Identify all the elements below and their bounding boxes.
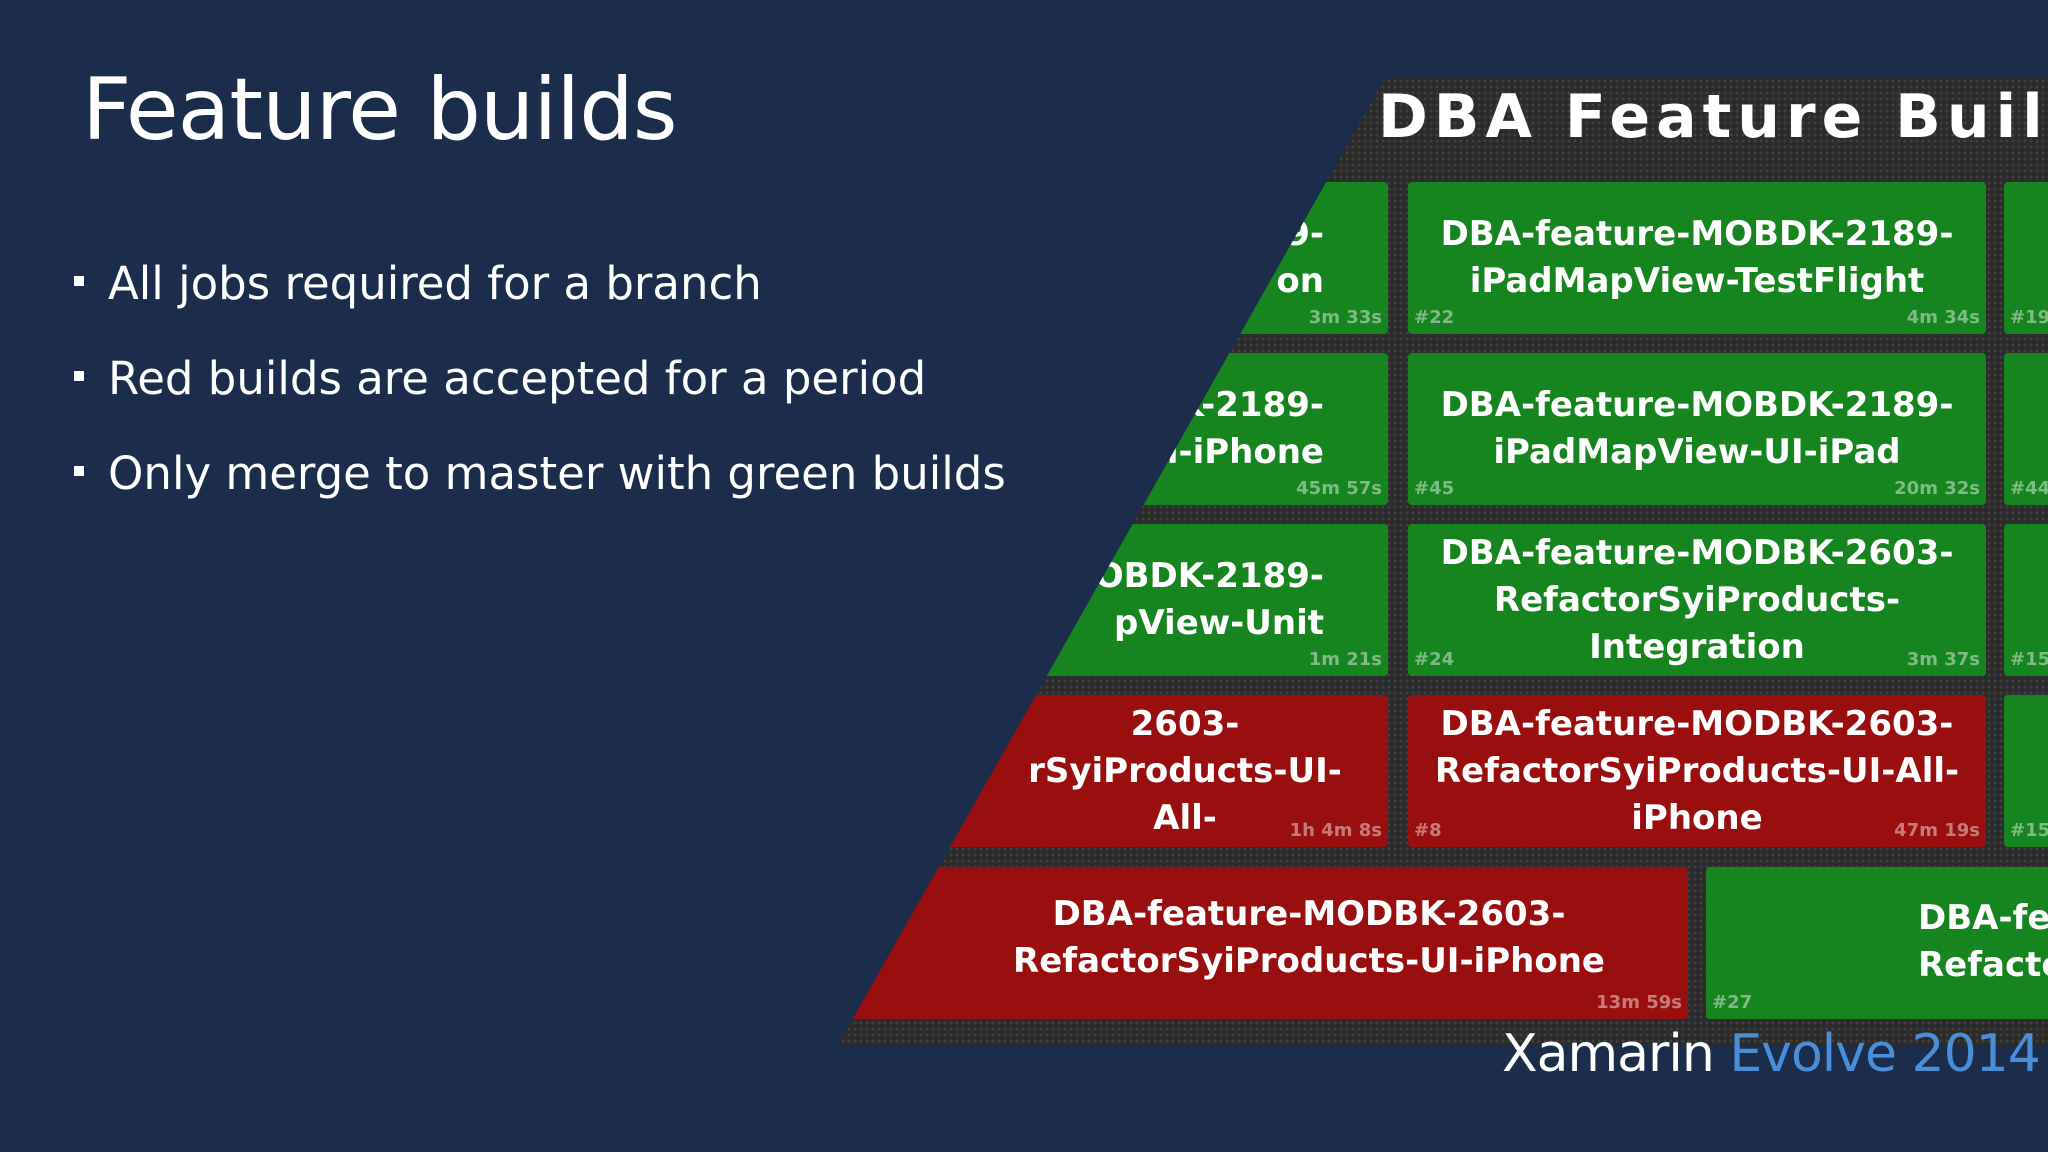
build-tile-duration: 1m 21s bbox=[1308, 649, 1382, 670]
build-tile-number: #22 bbox=[1414, 307, 1455, 328]
build-tile-duration: 20m 32s bbox=[1894, 478, 1980, 499]
build-tile-name: DBA-feature-MOBDK-2189- iPadMapView-UI-i… bbox=[1440, 385, 1954, 472]
build-tile: DBA-feature-MOBDK-2189- iPadMapView-UI-i… bbox=[1408, 353, 1986, 505]
bullet-item: Red builds are accepted for a period bbox=[74, 331, 1006, 426]
build-tile: #19 bbox=[2004, 182, 2048, 334]
build-tile-name: ture-MODBK-2603- rSyiProducts-UI-All- iP… bbox=[1028, 695, 1342, 847]
build-tile-failed: ture-MODBK-2603- rSyiProducts-UI-All- iP… bbox=[930, 695, 1388, 847]
build-tile-number: #19 bbox=[2010, 307, 2048, 328]
bullet-text: All jobs required for a branch bbox=[108, 257, 762, 310]
build-tile-duration: 45m 57s bbox=[1296, 478, 1382, 499]
build-tile: MOBDK-2189- pView-Unit 1m 21s bbox=[1030, 524, 1388, 676]
build-tile-duration: 13m 59s bbox=[1596, 992, 1682, 1013]
build-tile-number: #24 bbox=[1414, 649, 1455, 670]
build-tile-name: DBA-feature-MODBK-2603- RefactorSyiProdu… bbox=[1013, 894, 1605, 981]
dashboard-title: DBA Feature Builds bbox=[1378, 82, 2048, 152]
build-tile-number: #15 bbox=[2010, 649, 2048, 670]
build-tile: 9- on 3m 33s bbox=[1090, 182, 1388, 334]
bullet-item: All jobs required for a branch bbox=[74, 236, 1006, 331]
build-tile: DBA-feature-MODBK-2603- RefactorSyiProdu… bbox=[1408, 524, 1986, 676]
bullet-text: Red builds are accepted for a period bbox=[108, 352, 927, 405]
build-tile-name: DBA-feature-MOBDK-2189- iPadMapView-Test… bbox=[1440, 214, 1954, 301]
build-tile-duration: 47m 19s bbox=[1894, 820, 1980, 841]
bullet-marker-icon bbox=[74, 275, 84, 286]
build-tile-name: DBA-feature-MODBK-2603- RefactorSyiProdu… bbox=[1440, 532, 1954, 667]
build-tile-duration: 3m 33s bbox=[1308, 307, 1382, 328]
build-tile-name: 9- on bbox=[1276, 214, 1324, 301]
bullet-list: All jobs required for a branch Red build… bbox=[74, 236, 1006, 521]
build-tile-number: #45 bbox=[1414, 478, 1455, 499]
build-tile: DBA-fea Refacto #27 bbox=[1706, 867, 2048, 1019]
build-tile-duration: 1h 4m 8s bbox=[1289, 820, 1382, 841]
build-tile-number: #44 bbox=[2010, 478, 2048, 499]
build-tile: #44 bbox=[2004, 353, 2048, 505]
bullet-item: Only merge to master with green builds bbox=[74, 426, 1006, 521]
build-tile-number: #15 bbox=[2010, 820, 2048, 841]
build-tile: DBA-feature-MOBDK-2189- iPadMapView-Test… bbox=[1408, 182, 1986, 334]
xamarin-evolve-logo: Xamarin Evolve 2014 bbox=[1502, 1024, 2041, 1084]
brand-xamarin: Xamarin bbox=[1502, 1024, 1715, 1084]
bullet-text: Only merge to master with green builds bbox=[108, 447, 1006, 500]
build-tile-name: K-2189- All-iPhone bbox=[1128, 385, 1324, 472]
build-tile-name: DBA-fea Refacto bbox=[1918, 898, 2048, 985]
build-tile: K-2189- All-iPhone 45m 57s bbox=[1090, 353, 1388, 505]
bullet-marker-icon bbox=[74, 465, 84, 476]
build-tile-number: #8 bbox=[1414, 820, 1442, 841]
build-tile: #15 bbox=[2004, 695, 2048, 847]
build-tile-number: #27 bbox=[1712, 992, 1753, 1013]
build-tile-name: MOBDK-2189- pView-Unit bbox=[1060, 556, 1324, 643]
build-tile-failed: DBA-feature-MODBK-2603- RefactorSyiProdu… bbox=[838, 867, 1688, 1019]
slide-title: Feature builds bbox=[82, 60, 678, 160]
brand-evolve-year: Evolve 2014 bbox=[1713, 1024, 2041, 1084]
bullet-marker-icon bbox=[74, 370, 84, 381]
build-tile-name: DBA-feature-MODBK-2603- RefactorSyiProdu… bbox=[1434, 703, 1960, 838]
build-tile: #15 bbox=[2004, 524, 2048, 676]
build-tile-duration: 3m 37s bbox=[1906, 649, 1980, 670]
build-tile-failed: DBA-feature-MODBK-2603- RefactorSyiProdu… bbox=[1408, 695, 1986, 847]
build-tile-duration: 4m 34s bbox=[1906, 307, 1980, 328]
